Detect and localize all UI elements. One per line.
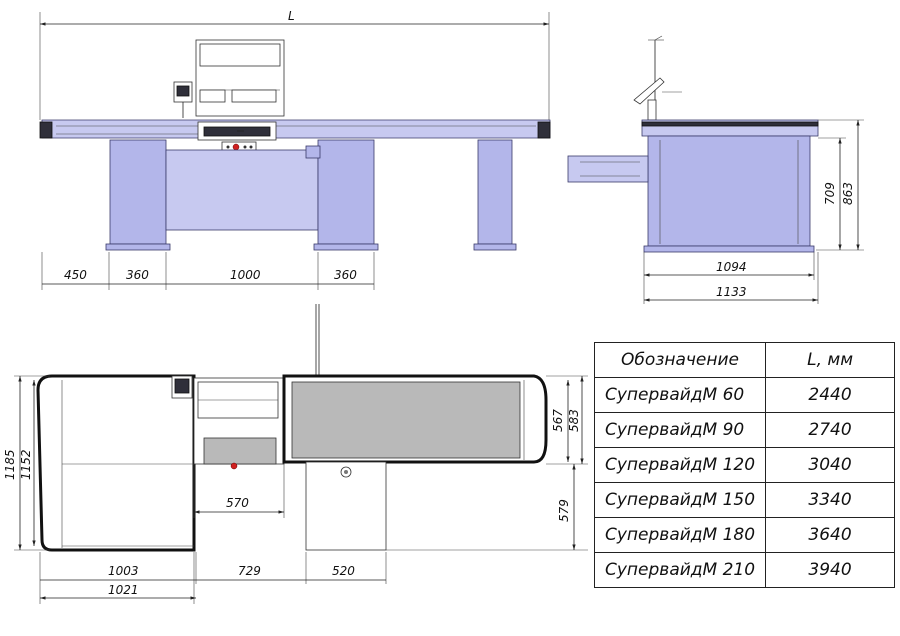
- dim-plan-1152: 1152: [19, 449, 33, 480]
- side-view: 709 863 1094 1133: [567, 35, 864, 304]
- dim-plan-520: 520: [332, 564, 355, 578]
- dim-front-1: 450: [64, 268, 87, 282]
- dim-plan-583: 583: [567, 409, 581, 432]
- model-name: СупервайдМ 180: [593, 517, 767, 553]
- dim-plan-1003: 1003: [108, 564, 139, 578]
- dim-plan-729: 729: [238, 564, 261, 578]
- plan-view: 1185 1152 567 583 579 570 1003 729 520 1…: [3, 304, 588, 604]
- table-row: СупервайдМ 180 3640: [593, 517, 896, 553]
- table-row: СупервайдМ 120 3040: [593, 447, 896, 483]
- cabinet-panel: [165, 149, 319, 231]
- side-cabinet: [647, 135, 811, 247]
- model-name: СупервайдМ 210: [593, 552, 767, 588]
- dim-plan-570: 570: [226, 496, 249, 510]
- spec-table: Обозначение L, мм СупервайдМ 60 2440 Суп…: [593, 342, 896, 588]
- model-length: 3640: [765, 517, 896, 553]
- dim-front-4: 360: [334, 268, 357, 282]
- leg-right: [477, 139, 513, 245]
- table-row: СупервайдМ 150 3340: [593, 482, 896, 518]
- model-name: СупервайдМ 120: [593, 447, 767, 483]
- counter-top: [41, 119, 551, 139]
- model-length: 3940: [765, 552, 896, 588]
- dim-front-3: 1000: [230, 268, 261, 282]
- model-name: СупервайдМ 90: [593, 412, 767, 448]
- leg-left-foot: [105, 243, 171, 251]
- bag-shelf: [567, 155, 649, 183]
- dim-overall-L: L: [288, 9, 295, 23]
- model-length: 2440: [765, 377, 896, 413]
- leg-left: [109, 139, 167, 245]
- dim-side-1133: 1133: [716, 285, 747, 299]
- dim-side-709: 709: [823, 182, 837, 205]
- leg-middle: [317, 139, 375, 245]
- dim-side-1094: 1094: [716, 260, 747, 274]
- table-row: СупервайдМ 90 2740: [593, 412, 896, 448]
- header-length: L, мм: [765, 342, 896, 378]
- model-length: 3340: [765, 482, 896, 518]
- model-name: СупервайдМ 150: [593, 482, 767, 518]
- table-row: СупервайдМ 210 3940: [593, 552, 896, 588]
- plan-drawer: [203, 437, 277, 465]
- model-length: 2740: [765, 412, 896, 448]
- dim-plan-579: 579: [557, 499, 571, 522]
- plan-conveyor-belt: [291, 381, 521, 459]
- spec-table-header: Обозначение L, мм: [593, 342, 896, 378]
- plan-bagging-area: [36, 374, 196, 552]
- dim-plan-1185: 1185: [3, 449, 17, 480]
- model-length: 3040: [765, 447, 896, 483]
- header-designation: Обозначение: [593, 342, 767, 378]
- dim-front-2: 360: [126, 268, 149, 282]
- dim-plan-567: 567: [551, 409, 565, 432]
- table-row: СупервайдМ 60 2440: [593, 377, 896, 413]
- model-name: СупервайдМ 60: [593, 377, 767, 413]
- front-view: L: [39, 9, 551, 290]
- dim-plan-1021: 1021: [108, 583, 139, 597]
- dim-side-863: 863: [841, 182, 855, 205]
